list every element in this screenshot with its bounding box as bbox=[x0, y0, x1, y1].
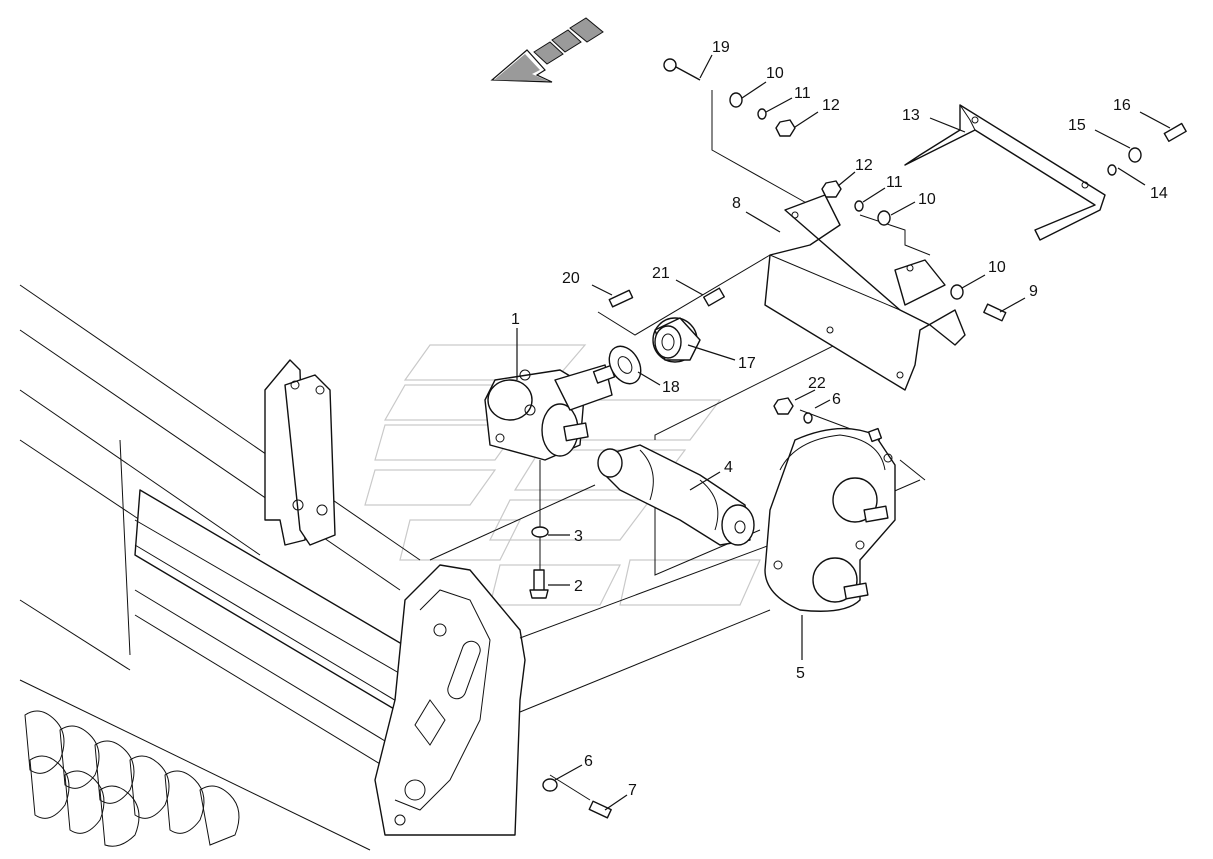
callout-6-upper: 6 bbox=[832, 391, 841, 408]
callout-17: 17 bbox=[738, 355, 756, 372]
callout-4: 4 bbox=[724, 459, 733, 476]
callout-5: 5 bbox=[796, 665, 805, 682]
gearbox-part-1 bbox=[484, 364, 616, 461]
hardware bbox=[529, 58, 1187, 819]
callout-10-mid: 10 bbox=[918, 191, 936, 208]
callout-8: 8 bbox=[732, 195, 741, 212]
callout-labels: 1 2 3 4 5 6 6 7 8 9 10 10 10 11 11 12 12… bbox=[511, 39, 1168, 799]
callout-14: 14 bbox=[1150, 185, 1168, 202]
bushing-part-17 bbox=[652, 317, 701, 363]
callout-10-top: 10 bbox=[766, 65, 784, 82]
machine-frame bbox=[19, 284, 926, 851]
callout-leaders bbox=[516, 54, 1171, 811]
callout-10-right: 10 bbox=[988, 259, 1006, 276]
callout-20: 20 bbox=[562, 270, 580, 287]
reel-tines bbox=[24, 710, 240, 847]
callout-16: 16 bbox=[1113, 97, 1131, 114]
direction-arrow-icon bbox=[490, 17, 604, 83]
bracket-part-8 bbox=[764, 194, 966, 391]
callout-1: 1 bbox=[511, 311, 520, 328]
callout-18: 18 bbox=[662, 379, 680, 396]
cover-plate-part-13 bbox=[904, 104, 1106, 241]
callout-2: 2 bbox=[574, 578, 583, 595]
callout-15: 15 bbox=[1068, 117, 1086, 134]
callout-7: 7 bbox=[628, 782, 637, 799]
belt-housing-part-5 bbox=[764, 427, 896, 612]
callout-9: 9 bbox=[1029, 283, 1038, 300]
flange-part-18 bbox=[608, 345, 642, 385]
callout-6-lower: 6 bbox=[584, 753, 593, 770]
callout-19: 19 bbox=[712, 39, 730, 56]
callout-11-mid: 11 bbox=[886, 174, 903, 191]
callout-12-top: 12 bbox=[822, 97, 840, 114]
callout-12-mid: 12 bbox=[855, 157, 873, 174]
drive-shaft-part-4 bbox=[597, 444, 755, 546]
callout-22: 22 bbox=[808, 375, 826, 392]
callout-11-top: 11 bbox=[794, 85, 811, 102]
callout-13: 13 bbox=[902, 107, 920, 124]
callout-21: 21 bbox=[652, 265, 670, 282]
callout-3: 3 bbox=[574, 528, 583, 545]
